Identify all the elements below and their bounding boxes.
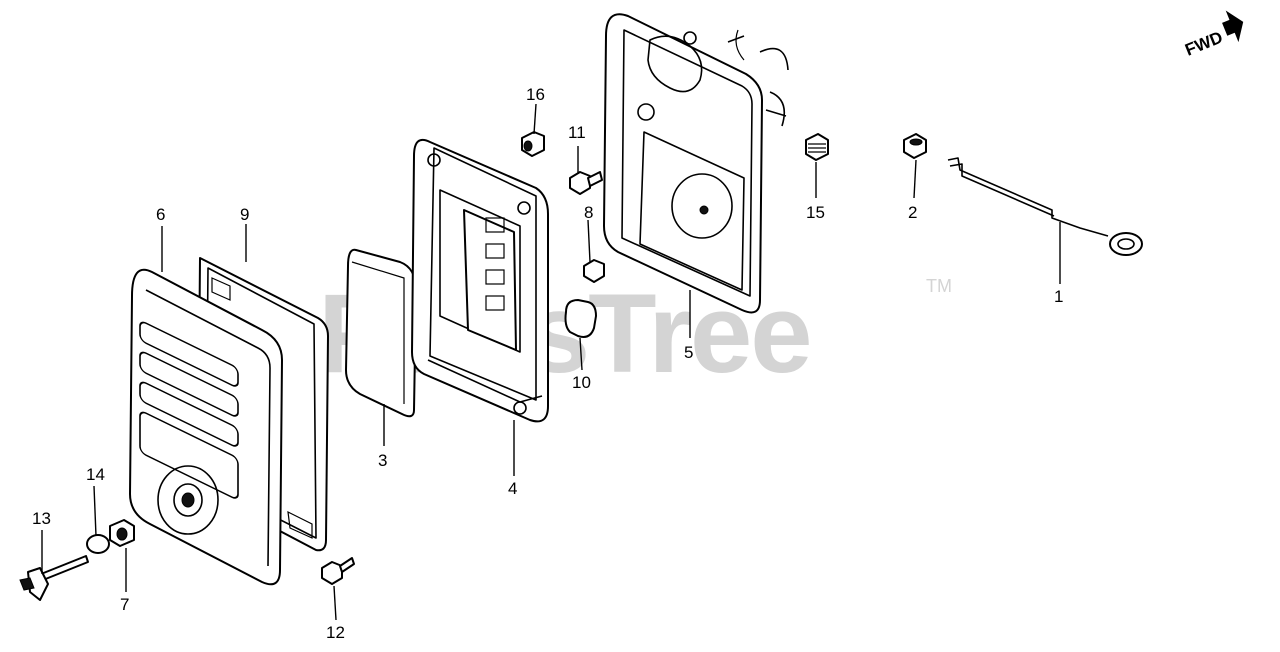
callout-16: 16 xyxy=(526,85,545,104)
callout-13: 13 xyxy=(32,509,51,528)
callout-labels: 1 2 3 4 5 6 7 8 9 10 11 12 13 14 15 16 xyxy=(32,85,1063,642)
part-5-base-plate xyxy=(603,13,789,314)
part-13-wing-bolt xyxy=(19,555,89,601)
part-8-nut xyxy=(583,259,605,283)
part-2-grommet xyxy=(903,133,927,159)
callout-7: 7 xyxy=(120,595,129,614)
callout-9: 9 xyxy=(240,205,249,224)
callout-1: 1 xyxy=(1054,287,1063,306)
part-1-rod xyxy=(947,157,1143,256)
part-12-bolt xyxy=(321,557,355,585)
part-4-air-cleaner-case xyxy=(411,138,549,423)
callout-12: 12 xyxy=(326,623,345,642)
part-11-bolt xyxy=(569,171,603,195)
callout-10: 10 xyxy=(572,373,591,392)
callout-2: 2 xyxy=(908,203,917,222)
callout-3: 3 xyxy=(378,451,387,470)
part-7-nut xyxy=(109,519,135,547)
part-6-air-cleaner-cover xyxy=(129,268,283,586)
callout-15: 15 xyxy=(806,203,825,222)
callout-11: 11 xyxy=(568,123,586,142)
callout-8: 8 xyxy=(584,203,593,222)
part-15-grommet xyxy=(805,133,829,161)
fwd-arrow-icon xyxy=(1222,10,1244,43)
callout-14: 14 xyxy=(86,465,105,484)
part-16-nut xyxy=(521,131,545,157)
fwd-label: FWD xyxy=(1182,28,1225,60)
callout-4: 4 xyxy=(508,479,517,498)
callout-5: 5 xyxy=(684,343,693,362)
leader-lines xyxy=(41,103,1061,621)
watermark-trademark: TM xyxy=(926,276,952,296)
callout-6: 6 xyxy=(156,205,165,224)
fwd-indicator: FWD xyxy=(1182,10,1244,60)
part-10-collar xyxy=(564,299,597,338)
part-3-filter-element xyxy=(345,248,417,418)
part-14-washer xyxy=(86,534,110,554)
